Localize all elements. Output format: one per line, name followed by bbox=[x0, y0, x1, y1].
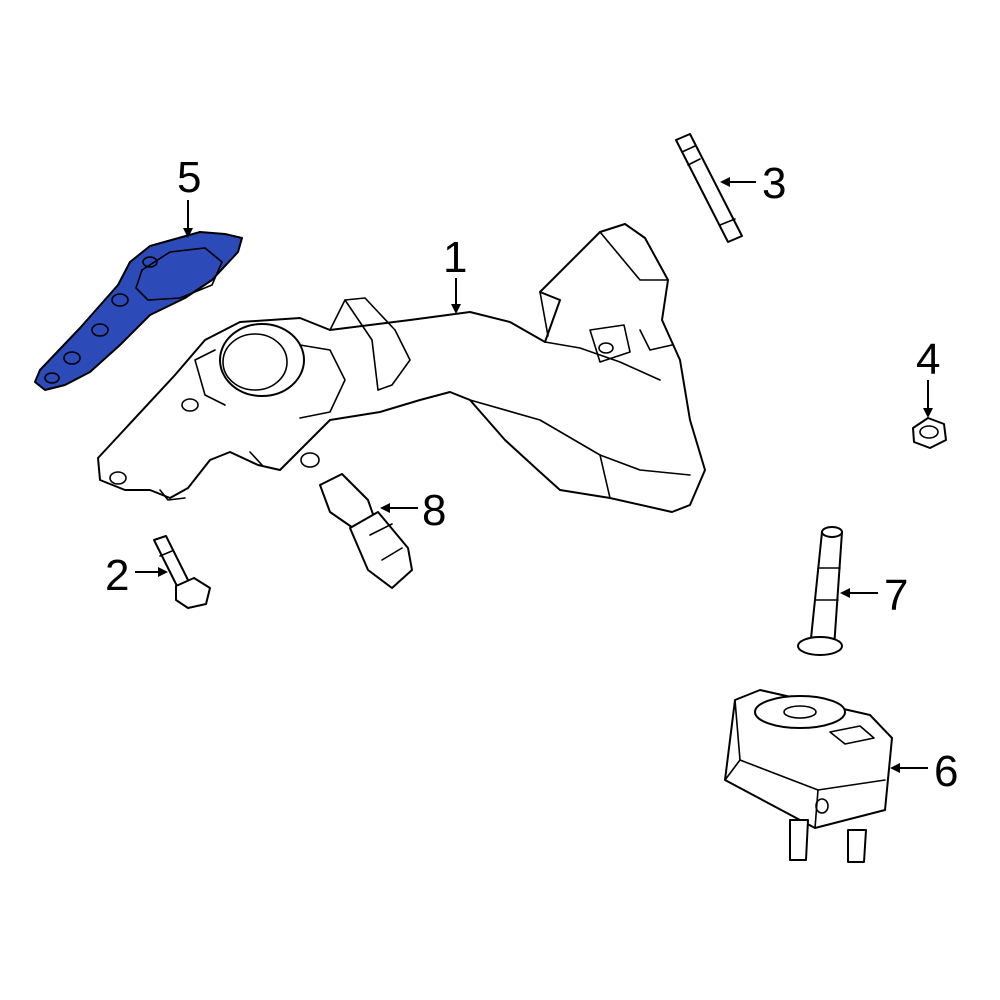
part-6-oil-cooler[interactable] bbox=[724, 689, 893, 863]
callout-2[interactable]: 2 bbox=[105, 551, 129, 600]
callout-7[interactable]: 7 bbox=[884, 571, 908, 620]
leader-lines bbox=[135, 177, 933, 773]
part-7-hollow-bolt[interactable] bbox=[797, 526, 843, 656]
gasket-bolt-hole bbox=[111, 293, 129, 307]
part-1-housing[interactable] bbox=[97, 223, 706, 513]
gasket-port-outline bbox=[135, 247, 223, 301]
callout-5[interactable]: 5 bbox=[177, 153, 201, 202]
callout-1[interactable]: 1 bbox=[443, 233, 467, 282]
gasket-bolt-hole bbox=[44, 372, 60, 384]
gasket-bolt-hole bbox=[91, 323, 109, 337]
gasket-bolt-hole bbox=[142, 256, 158, 268]
part-4-nut[interactable] bbox=[912, 417, 947, 449]
callout-4[interactable]: 4 bbox=[916, 335, 940, 384]
gasket-highlight bbox=[34, 231, 243, 391]
part-3-stud[interactable] bbox=[675, 133, 743, 243]
callout-6[interactable]: 6 bbox=[934, 747, 958, 796]
callout-8[interactable]: 8 bbox=[422, 486, 446, 535]
part-2-bolt[interactable] bbox=[153, 535, 211, 609]
part-8-sensor[interactable] bbox=[319, 473, 413, 589]
gasket-bolt-hole bbox=[63, 351, 81, 365]
part-5-gasket[interactable] bbox=[34, 231, 243, 391]
callout-labels: 1 2 3 4 5 6 7 8 bbox=[105, 153, 958, 796]
callout-3[interactable]: 3 bbox=[762, 159, 786, 208]
